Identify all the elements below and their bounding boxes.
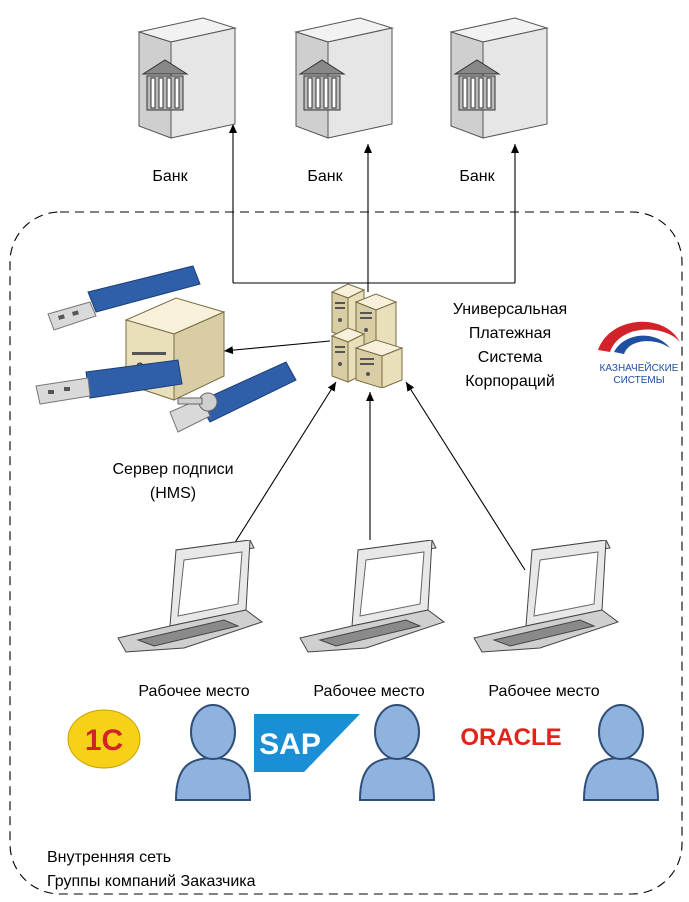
workstation-links [223,381,526,571]
user-icon [174,704,252,801]
workstation-label: Рабочее место [488,683,600,700]
usb-token-icon [47,265,201,331]
laptop-icon [299,540,446,653]
treasury-logo-line1: КАЗНАЧЕЙСКИЕ [600,361,679,374]
laptop-icon [117,540,264,653]
treasury-logo-line2: СИСТЕМЫ [613,375,664,386]
network-boundary [9,211,683,895]
user-icon [582,704,660,801]
bank-label: Банк [152,168,188,185]
usb-token-icon [35,359,183,405]
bank-server-icon [137,17,237,139]
bank-server-icon [294,17,394,139]
laptop-icon [473,540,620,653]
workstation-label: Рабочее место [313,683,425,700]
bank-links [229,124,519,292]
sap-logo: SAP [254,714,360,772]
central-system-label: Универсальная Платежная Система Корпорац… [452,301,568,390]
bank-label: Банк [459,168,495,185]
bank-server-icon [449,17,549,139]
workstation-label: Рабочее место [138,683,250,700]
key-icon [177,392,218,412]
oracle-logo-text: ORACLE [460,724,561,751]
onec-logo-text: 1С [85,724,123,757]
onec-logo: 1С [67,709,141,769]
hms-server-icon [35,265,297,433]
oracle-logo: ORACLE [460,724,561,751]
bank-label: Банк [307,168,343,185]
hms-label: Сервер подписи (HMS) [112,461,234,502]
network-label: Внутренняя сеть Группы компаний Заказчик… [47,849,256,890]
treasury-systems-logo: КАЗНАЧЕЙСКИЕ СИСТЕМЫ [598,321,680,386]
user-icon [358,704,436,801]
sap-logo-text: SAP [259,728,321,761]
server-cluster-icon [330,283,404,388]
hms-link [223,340,331,355]
